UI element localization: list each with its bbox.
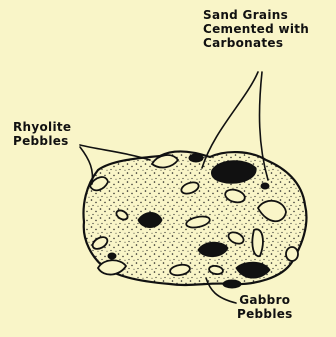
rhyolite-pebble <box>252 229 262 256</box>
label-line: Carbonates <box>203 36 309 50</box>
label-line: Rhyolite <box>13 120 71 134</box>
label-gabbro-pebbles: Gabbro Pebbles <box>237 293 293 321</box>
gabbro-pebble <box>261 183 269 189</box>
label-line: Cemented with <box>203 22 309 36</box>
gabbro-pebble <box>108 253 116 259</box>
label-rhyolite-pebbles: Rhyolite Pebbles <box>13 120 71 148</box>
label-sand-grains: Sand Grains Cemented with Carbonates <box>203 8 309 50</box>
label-line: Pebbles <box>13 134 71 148</box>
leader-line-rhyolite <box>80 147 93 184</box>
label-line: Pebbles <box>237 307 293 321</box>
gabbro-pebble <box>223 280 241 288</box>
label-line: Sand Grains <box>203 8 309 22</box>
rhyolite-pebble <box>286 247 298 261</box>
gabbro-pebble <box>189 154 203 162</box>
leader-line-rhyolite <box>80 145 150 160</box>
label-line: Gabbro <box>237 293 293 307</box>
